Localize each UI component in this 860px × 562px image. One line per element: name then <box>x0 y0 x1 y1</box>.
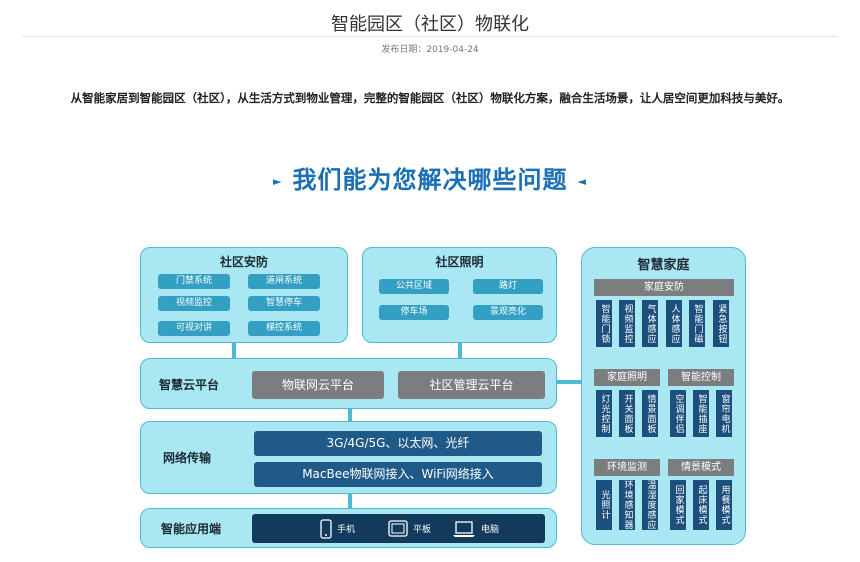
device-label: 手机 <box>337 525 356 535</box>
smart-control-item[interactable]: 窗帘电机 <box>716 390 732 437</box>
smart-control-item[interactable]: 空调伴侣 <box>670 390 686 437</box>
smart-home-panel: 智慧家庭 家庭安防 智能门锁 视频监控 气体感应 人体感应 智能门磁 紧急按钮 … <box>581 247 746 545</box>
home-lighting-item[interactable]: 灯光控制 <box>596 390 612 437</box>
terminal-title: 智能应用端 <box>161 522 222 536</box>
community-lighting-panel: 社区照明 公共区域 路灯 停车场 景观亮化 <box>362 247 557 343</box>
lighting-item[interactable]: 景观亮化 <box>473 305 543 320</box>
scene-mode-item[interactable]: 起床模式 <box>693 480 709 530</box>
connector-security-cloud <box>232 343 236 359</box>
device-laptop[interactable]: 电脑 <box>452 517 499 540</box>
security-item[interactable]: 梯控系统 <box>248 321 320 336</box>
device-phone[interactable]: 手机 <box>320 517 355 540</box>
scene-mode-item[interactable]: 回家模式 <box>670 480 686 530</box>
smart-control-item[interactable]: 智能插座 <box>693 390 709 437</box>
security-item[interactable]: 门禁系统 <box>158 274 230 289</box>
env-monitor-item[interactable]: 光照计 <box>596 480 612 530</box>
network-item-cellular[interactable]: 3G/4G/5G、以太网、光纤 <box>254 431 542 456</box>
iot-cloud-platform[interactable]: 物联网云平台 <box>252 371 384 399</box>
scene-mode-item[interactable]: 用餐模式 <box>716 480 732 530</box>
home-security-item[interactable]: 视频监控 <box>619 300 635 347</box>
lighting-item[interactable]: 路灯 <box>473 279 543 294</box>
laptop-icon <box>453 520 475 537</box>
terminal-panel: 智能应用端 手机 平板 电脑 <box>140 508 557 548</box>
home-lighting-item[interactable]: 开关面板 <box>619 390 635 437</box>
network-item-iot[interactable]: MacBee物联网接入、WiFi网络接入 <box>254 462 542 487</box>
cloud-platform-panel: 智慧云平台 物联网云平台 社区管理云平台 <box>140 358 557 409</box>
community-mgmt-cloud[interactable]: 社区管理云平台 <box>398 371 545 399</box>
intro-paragraph: 从智能家居到智能园区（社区），从生活方式到物业管理，完整的智能园区（社区）物联化… <box>70 91 790 105</box>
section-heading: ► 我们能为您解决哪些问题 ◄ <box>0 160 860 195</box>
phone-icon <box>320 518 332 539</box>
home-security-item[interactable]: 紧急按钮 <box>713 300 729 347</box>
security-item[interactable]: 道闸系统 <box>248 274 320 289</box>
home-security-item[interactable]: 智能门磁 <box>689 300 705 347</box>
page-title: 智能园区（社区）物联化 <box>331 14 529 35</box>
network-title: 网络传输 <box>163 451 212 465</box>
env-monitor-item[interactable]: 温湿度感应 <box>642 480 658 530</box>
title-divider <box>22 36 838 37</box>
home-lighting-bar: 家庭照明 <box>594 369 660 386</box>
home-security-item[interactable]: 人体感应 <box>666 300 682 347</box>
security-item[interactable]: 可视对讲 <box>158 321 230 336</box>
home-lighting-item[interactable]: 情景面板 <box>642 390 658 437</box>
security-item[interactable]: 视频监控 <box>158 296 230 311</box>
env-monitor-item[interactable]: 环境感知器 <box>619 480 635 530</box>
community-security-panel: 社区安防 门禁系统 道闸系统 视频监控 智慧停车 可视对讲 梯控系统 <box>140 247 348 343</box>
home-security-item[interactable]: 气体感应 <box>642 300 658 347</box>
device-bar: 手机 平板 电脑 <box>252 514 545 543</box>
connector-cloud-home <box>555 380 583 384</box>
home-security-bar: 家庭安防 <box>594 279 734 296</box>
device-tablet[interactable]: 平板 <box>388 517 431 540</box>
publish-date: 发布日期：2019-04-24 <box>381 45 479 55</box>
env-monitor-bar: 环境监测 <box>594 459 660 476</box>
smart-control-bar: 智能控制 <box>668 369 734 386</box>
connector-cloud-network <box>348 408 352 422</box>
tablet-icon <box>388 520 408 537</box>
connector-network-terminal <box>348 493 352 509</box>
community-security-title: 社区安防 <box>219 255 268 269</box>
arrow-right-icon: ► <box>273 174 283 188</box>
scene-mode-bar: 情景模式 <box>668 459 734 476</box>
home-security-item[interactable]: 智能门锁 <box>596 300 612 347</box>
community-lighting-title: 社区照明 <box>435 255 484 269</box>
connector-lighting-cloud <box>458 343 462 359</box>
network-panel: 网络传输 3G/4G/5G、以太网、光纤 MacBee物联网接入、WiFi网络接… <box>140 421 557 494</box>
section-heading-text: 我们能为您解决哪些问题 <box>292 166 568 194</box>
arrow-left-icon: ◄ <box>577 174 587 188</box>
smart-home-title: 智慧家庭 <box>637 258 690 273</box>
device-label: 电脑 <box>481 525 500 535</box>
device-label: 平板 <box>413 525 432 535</box>
lighting-item[interactable]: 停车场 <box>379 305 449 320</box>
cloud-platform-title: 智慧云平台 <box>159 378 220 392</box>
lighting-item[interactable]: 公共区域 <box>379 279 449 294</box>
security-item[interactable]: 智慧停车 <box>248 296 320 311</box>
